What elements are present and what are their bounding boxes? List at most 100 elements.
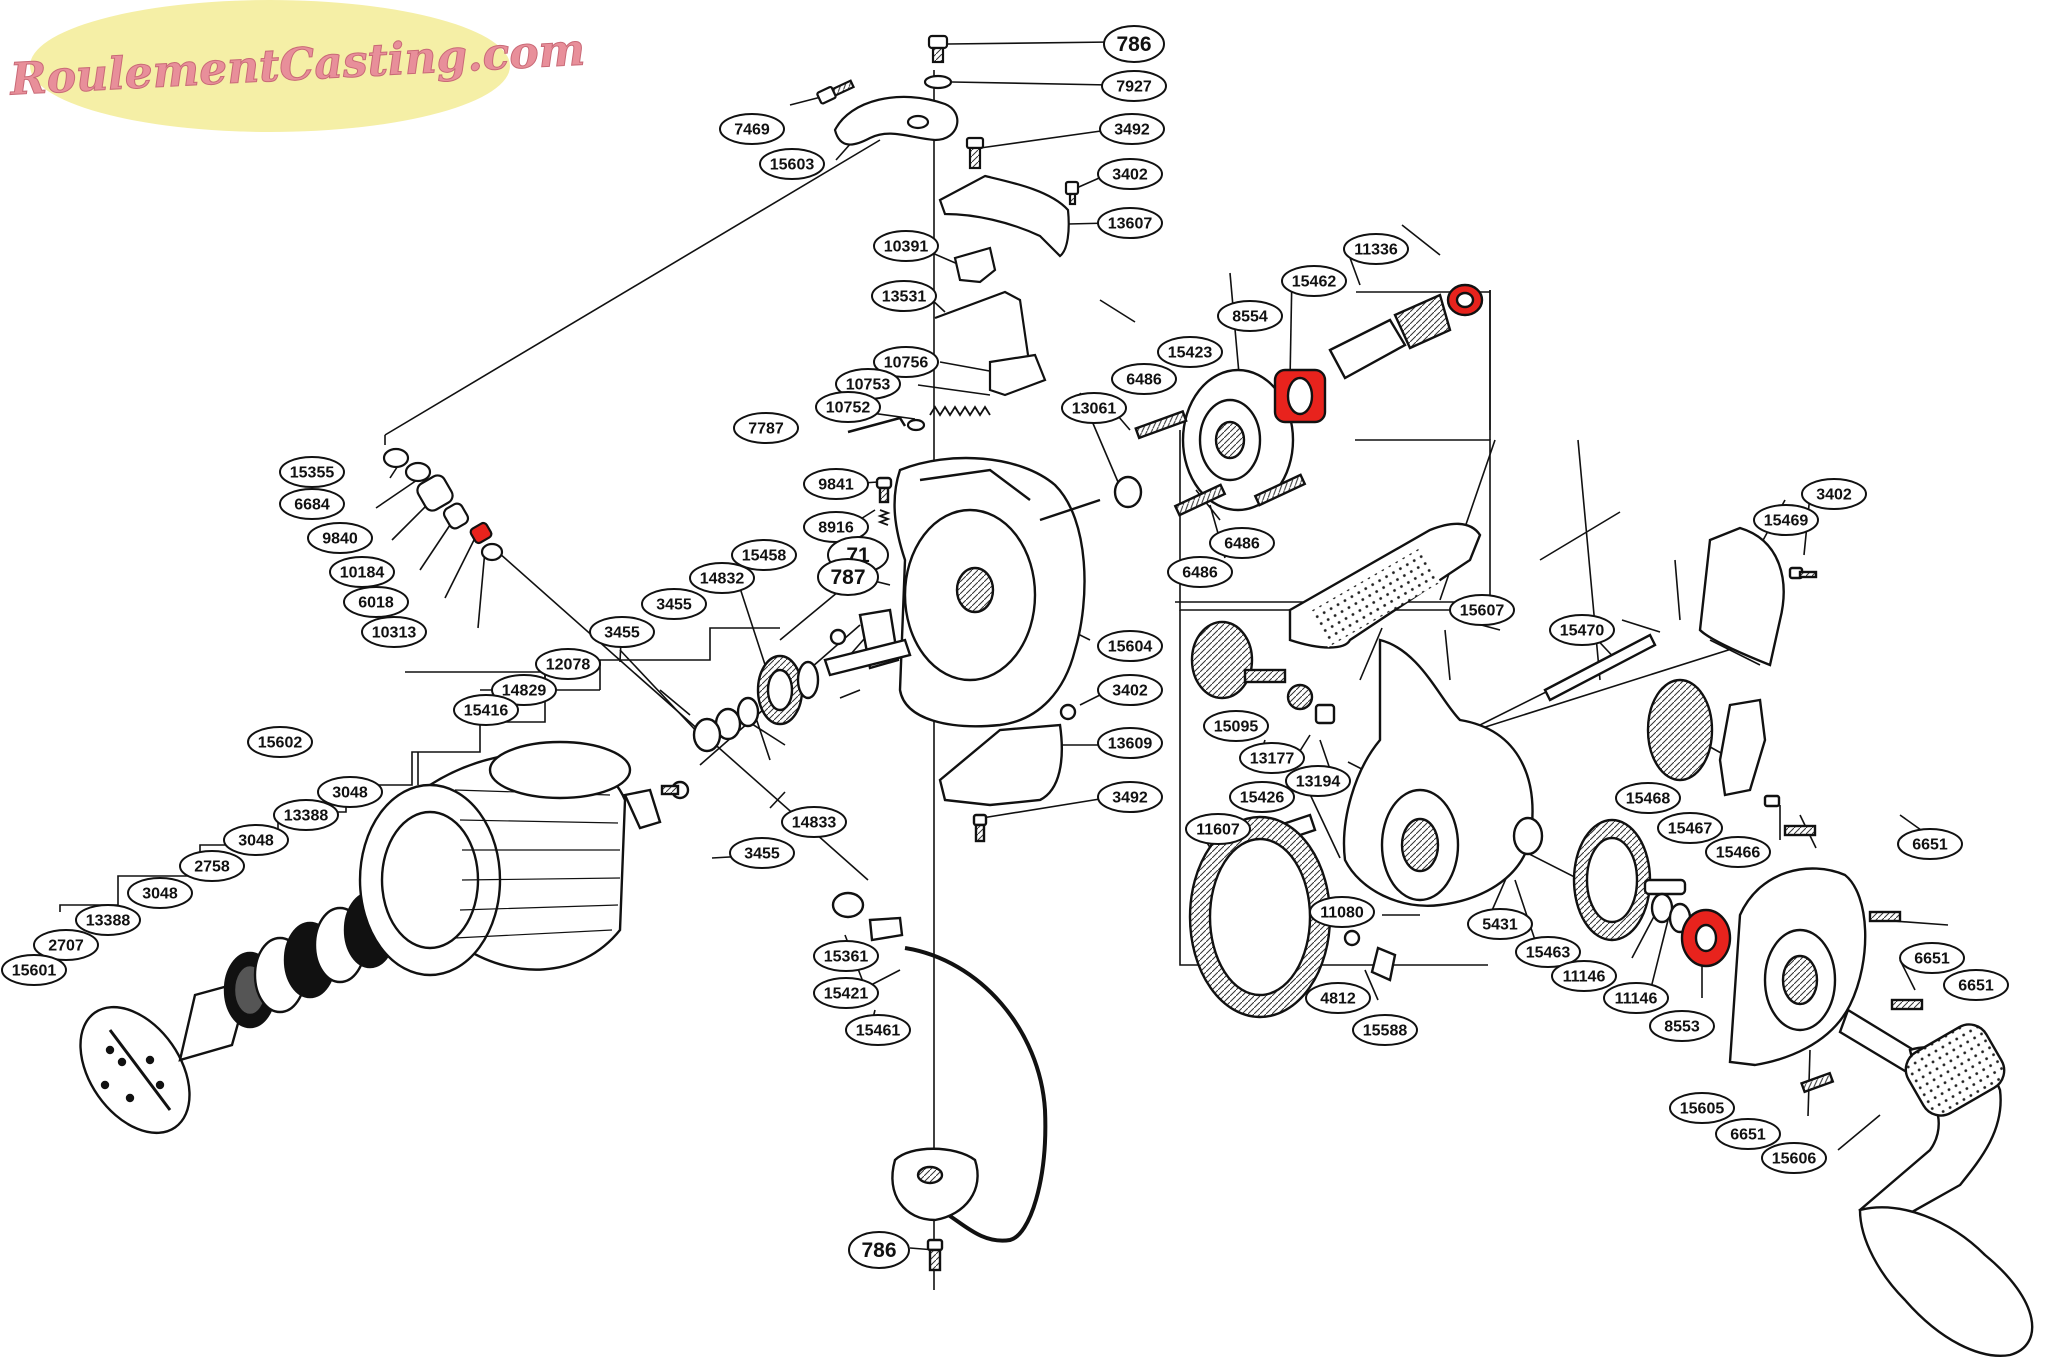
- callout-label: 15601: [12, 963, 57, 980]
- callout-bubble: [1705, 836, 1771, 868]
- callout-bubble: [1943, 969, 2009, 1001]
- callout-label: 15605: [1680, 1101, 1725, 1118]
- callout-8553: 8553: [1649, 1010, 1715, 1042]
- callout-bubble: [1217, 300, 1283, 332]
- callout-bubble: [361, 616, 427, 648]
- callout-label: 15467: [1668, 821, 1713, 838]
- callout-bubble: [817, 558, 879, 596]
- screw-786-top: [927, 34, 949, 64]
- callout-bubble: [33, 929, 99, 961]
- washer-3455c: [692, 717, 722, 753]
- callout-bubble: [1309, 896, 1375, 928]
- screw-6486-left: [1173, 483, 1227, 517]
- callout-3048: 3048: [317, 776, 383, 808]
- callout-11080: 11080: [1309, 896, 1375, 928]
- washer-15355: [382, 447, 410, 469]
- screw-9841: [875, 476, 893, 504]
- bail-cover-13607: [938, 174, 1070, 258]
- spring-8916: [877, 509, 891, 526]
- callout-label: 15469: [1764, 513, 1809, 530]
- bail-top-parts: [816, 34, 1080, 434]
- pinion-gear-15462: [1328, 293, 1452, 380]
- slider-15467: [1718, 698, 1767, 797]
- callout-label: 3455: [744, 846, 780, 863]
- roller-9840: [416, 474, 454, 512]
- callout-bubble: [1285, 765, 1351, 797]
- callout-3455: 3455: [641, 588, 707, 620]
- callout-bubble: [535, 648, 601, 680]
- callout-label: 15361: [824, 949, 869, 966]
- callout-15603: 15603: [759, 148, 825, 180]
- callout-786: 786: [1103, 25, 1165, 63]
- callout-13194: 13194: [1285, 765, 1351, 797]
- callout-bubble: [343, 586, 409, 618]
- callout-label: 15423: [1168, 345, 1213, 362]
- callout-label: 7787: [748, 421, 784, 438]
- callout-11146: 11146: [1551, 960, 1617, 992]
- screw-12078: [660, 780, 690, 800]
- callout-787: 787: [817, 558, 879, 596]
- callout-6486: 6486: [1167, 556, 1233, 588]
- drive-gear-15463: [1572, 818, 1687, 942]
- callout-9841: 9841: [803, 468, 869, 500]
- callout-15361: 15361: [813, 940, 879, 972]
- bail-wire-13531: [934, 290, 1030, 356]
- callout-label: 15461: [856, 1023, 901, 1040]
- callout-bubble: [1281, 265, 1347, 297]
- callout-15469: 15469: [1753, 504, 1819, 536]
- callout-label: 11607: [1196, 822, 1240, 839]
- callout-15604: 15604: [1097, 630, 1163, 662]
- callout-bubble: [279, 488, 345, 520]
- main-gear-group: [1113, 283, 1484, 517]
- screw-6651-b: [1868, 910, 1902, 923]
- callout-label: 6684: [294, 497, 330, 514]
- callout-bubble: [1185, 813, 1251, 845]
- callout-label: 10756: [884, 355, 929, 372]
- callout-bubble: [1, 954, 67, 986]
- clicker-13177: [1286, 683, 1314, 711]
- callout-bubble: [1801, 478, 1867, 510]
- callout-bubble: [329, 556, 395, 588]
- bail-wire-15461: [904, 946, 1048, 1243]
- callout-bubble: [1157, 336, 1223, 368]
- callout-bubble: [223, 824, 289, 856]
- callout-bubble: [1897, 828, 1963, 860]
- spool-assembly: [79, 740, 690, 1135]
- callout-15601: 15601: [1, 954, 67, 986]
- callout-bubble: [873, 230, 939, 262]
- callout-label: 6486: [1224, 536, 1260, 553]
- screw-3402-mid: [1059, 703, 1077, 721]
- callout-label: 3492: [1114, 122, 1150, 139]
- callout-6018: 6018: [343, 586, 409, 618]
- callout-bubble: [759, 148, 825, 180]
- callout-label: 5431: [1482, 917, 1518, 934]
- callout-bubble: [1097, 674, 1163, 706]
- callout-label: 11146: [1563, 969, 1606, 986]
- callout-bubble: [1305, 982, 1371, 1014]
- callout-15463: 15463: [1515, 936, 1581, 968]
- callout-label: 15602: [258, 735, 303, 752]
- callout-15470: 15470: [1549, 614, 1615, 646]
- callout-label: 15607: [1460, 603, 1505, 620]
- callout-bubble: [1209, 527, 1275, 559]
- callout-15462: 15462: [1281, 265, 1347, 297]
- callout-bubble: [279, 456, 345, 488]
- callout-bubble: [589, 616, 655, 648]
- clicker-15416: [623, 788, 662, 830]
- callout-15095: 15095: [1203, 710, 1269, 742]
- callout-label: 2707: [48, 938, 84, 955]
- bail-arm-15603: [833, 95, 959, 146]
- spring-10753: [929, 405, 991, 417]
- bearing-8553: [1680, 908, 1732, 968]
- callout-label: 6651: [1730, 1127, 1766, 1144]
- callout-bubble: [453, 694, 519, 726]
- callout-label: 7927: [1116, 79, 1152, 96]
- callout-label: 15470: [1560, 623, 1605, 640]
- screw-787: [829, 628, 847, 646]
- line-roller-stack: [382, 447, 504, 562]
- callout-label: 7469: [734, 122, 770, 139]
- callout-label: 13061: [1072, 401, 1117, 418]
- callout-6486: 6486: [1111, 363, 1177, 395]
- callout-label: 13531: [882, 289, 927, 306]
